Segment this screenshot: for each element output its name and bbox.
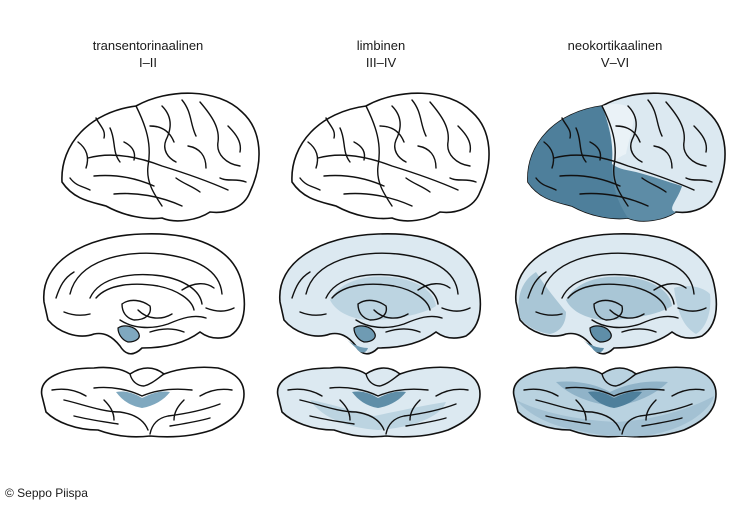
medial-view-stage-3 <box>514 233 718 355</box>
ventral-view-stage-2 <box>276 366 481 438</box>
copyright-notice: © Seppo Piispa <box>5 486 88 500</box>
stage-title: transentorinaalinen <box>92 38 204 53</box>
ventral-view-stage-3 <box>512 366 717 438</box>
stage-title: limbinen <box>356 38 406 53</box>
lateral-view-stage-1 <box>61 92 260 222</box>
medial-view-stage-2 <box>278 233 482 355</box>
stage-range: III–IV <box>365 55 397 70</box>
stage-range: V–VI <box>600 55 630 70</box>
ventral-view-stage-1 <box>40 366 245 438</box>
stage-title: neokortikaalinen <box>567 38 663 53</box>
stage-range: I–II <box>138 55 158 70</box>
lateral-view-stage-2 <box>291 92 490 222</box>
lateral-view-stage-3 <box>527 92 726 222</box>
stage-header-limbic: limbinen III–IV <box>271 37 491 71</box>
stage-header-transentorhinal: transentorinaalinen I–II <box>38 37 258 71</box>
stage-header-neocortical: neokortikaalinen V–VI <box>505 37 725 71</box>
medial-view-stage-1 <box>42 233 246 355</box>
